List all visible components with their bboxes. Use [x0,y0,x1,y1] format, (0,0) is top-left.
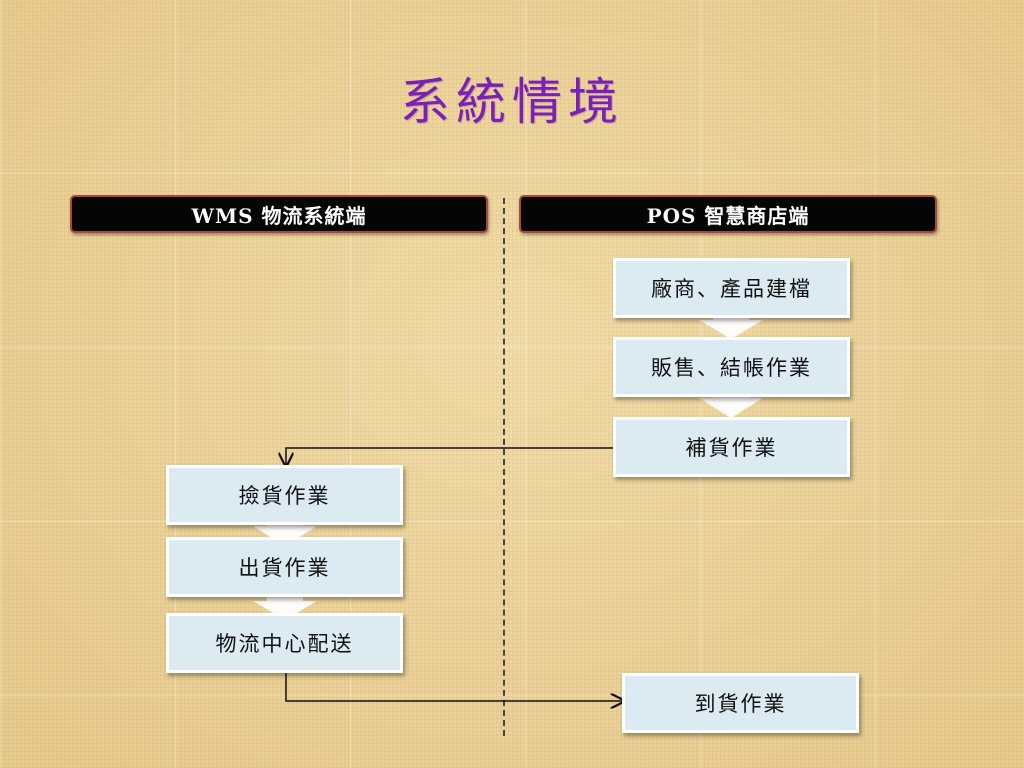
pos-step-restock: 補貨作業 [613,417,850,477]
column-divider [503,198,505,736]
pos-step-vendor-product: 廠商、產品建檔 [613,258,850,318]
pos-header: POS 智慧商店端 [519,195,937,233]
wms-step-distribution: 物流中心配送 [166,613,403,673]
wms-step-shipping: 出貨作業 [166,537,403,597]
restock-to-pick-connector [286,447,616,466]
page-title: 系統情境 [400,73,624,131]
pos-step-sales-checkout: 販售、結帳作業 [613,337,850,397]
step-arrival: 到貨作業 [622,673,859,733]
wms-step-arrow-2 [253,590,317,620]
wms-step-picking: 撿貨作業 [166,465,403,525]
wms-header: WMS 物流系統端 [70,195,488,233]
delivery-to-arrival-connector [285,672,624,701]
